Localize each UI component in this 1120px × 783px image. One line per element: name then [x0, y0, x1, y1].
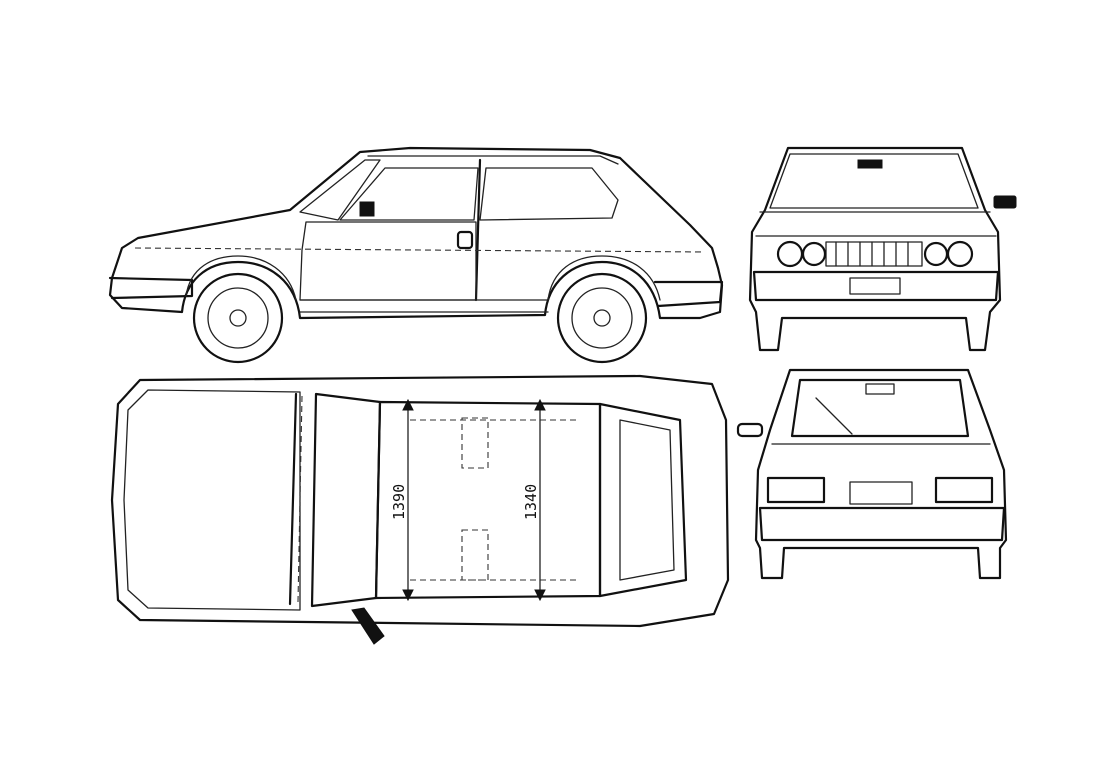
side-door-handle — [456, 230, 474, 250]
top-inner-outline — [123, 389, 301, 611]
side-front-wheel — [192, 272, 284, 364]
top-front-track-arrows — [402, 398, 414, 602]
side-mirror — [359, 201, 375, 217]
side-belt-line — [134, 247, 706, 253]
rear-wiper — [815, 397, 853, 435]
front-body-outline — [748, 146, 1002, 352]
top-hood-vent — [288, 392, 298, 606]
top-side-mirror — [351, 607, 385, 645]
top-front-track-label: 1390 — [390, 484, 408, 520]
side-windshield — [299, 159, 381, 221]
top-roof-dash — [410, 419, 580, 581]
front-windshield — [769, 153, 979, 209]
front-rearview-mirror — [857, 159, 883, 169]
side-door — [299, 221, 477, 301]
front-headlight-right-outer — [946, 240, 974, 268]
rear-body-outline — [754, 368, 1008, 580]
top-body-outline — [110, 374, 730, 628]
side-rocker — [299, 299, 549, 313]
top-rear-track-arrows — [534, 398, 546, 602]
rear-taillight-left — [766, 476, 826, 504]
side-roof-line — [367, 155, 619, 165]
top-sunroof-front — [461, 417, 489, 469]
side-rear-window — [479, 167, 619, 221]
top-hood-vent-detail — [297, 395, 303, 603]
rear-bumper — [758, 506, 1006, 542]
top-rear-window — [598, 402, 688, 598]
front-bumper — [752, 270, 1000, 302]
top-sunroof-rear — [461, 529, 489, 581]
top-view: 1390 1340 — [110, 374, 730, 645]
top-rear-window-inner — [619, 419, 675, 581]
rear-taillight-right — [934, 476, 994, 504]
rear-side-mirror — [736, 422, 764, 438]
rear-window — [790, 378, 970, 438]
side-rear-wheel — [556, 272, 648, 364]
top-windshield — [310, 392, 382, 608]
side-rear-arch — [547, 255, 661, 301]
front-hood-line — [755, 211, 997, 237]
top-rear-track-label: 1340 — [522, 484, 540, 520]
front-headlight-right-inner — [923, 241, 949, 267]
rear-plate — [849, 481, 913, 505]
rear-brake-light — [865, 383, 895, 395]
side-b-pillar — [474, 158, 482, 302]
front-plate — [849, 277, 901, 295]
rear-view — [736, 368, 1008, 580]
front-side-mirror — [993, 195, 1017, 209]
side-view — [108, 146, 724, 364]
front-view — [748, 146, 1017, 352]
front-headlight-left-outer — [776, 240, 804, 268]
side-front-bumper — [108, 276, 194, 300]
front-grille-slats — [835, 241, 909, 267]
side-rear-bumper — [653, 280, 724, 308]
side-front-window — [339, 167, 479, 221]
front-headlight-left-inner — [801, 241, 827, 267]
side-front-arch — [185, 255, 297, 301]
